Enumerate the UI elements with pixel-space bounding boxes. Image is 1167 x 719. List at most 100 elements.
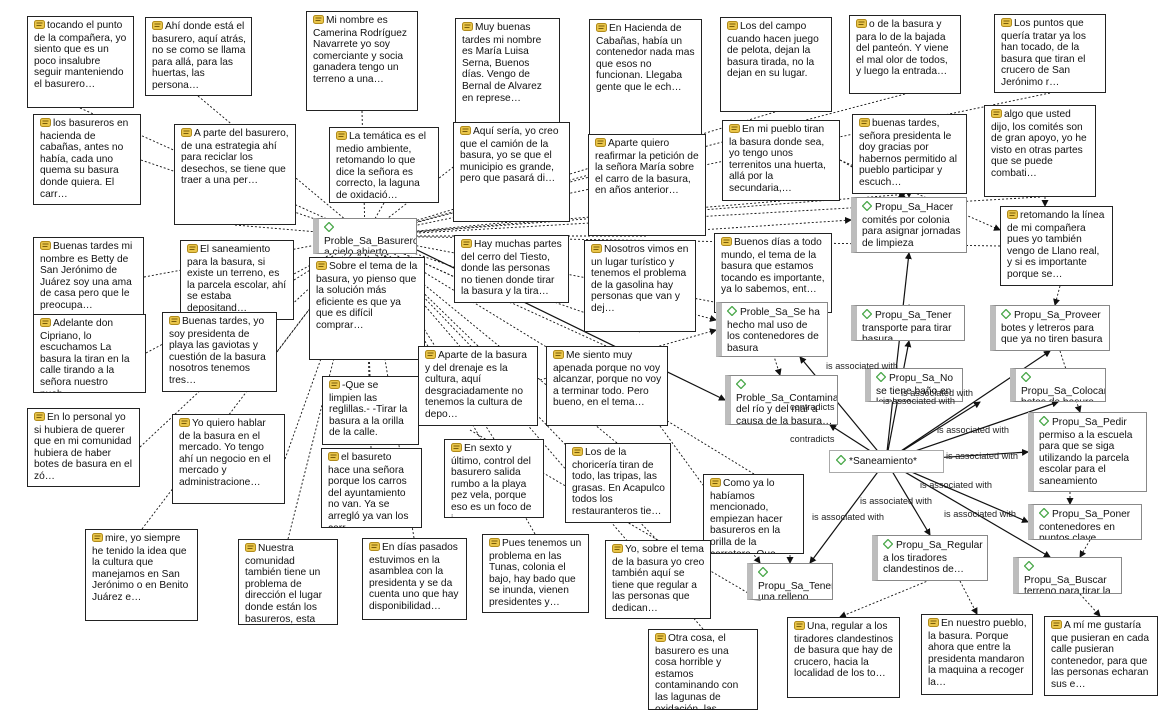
memo-node[interactable]: La temática es el medio ambiente, retoma…	[329, 127, 439, 203]
memo-node[interactable]: Aparte quiero reafirmar la petición de l…	[588, 134, 706, 236]
memo-node[interactable]: -Que se limpien las reglillas.- -Tirar l…	[322, 376, 419, 445]
memo-text: Los de la choricería tiran de todo, las …	[572, 447, 665, 517]
memo-node[interactable]: Aparte de la basura y del drenaje es la …	[418, 346, 538, 426]
memo-node[interactable]: Los del campo cuando hacen juego de pelo…	[720, 17, 832, 112]
memo-link	[959, 580, 978, 615]
memo-node[interactable]: Mi nombre es Camerina Rodríguez Navarret…	[306, 11, 418, 111]
code-node[interactable]: Propu_Sa_Proveer botes y letreros para q…	[990, 305, 1110, 351]
memo-text: Buenos días a todo mundo, el tema de la …	[721, 237, 825, 296]
relation-label: is associated with	[901, 388, 974, 398]
code-label: Propu_Sa_Tener una relleno sanitario	[758, 580, 833, 600]
memo-icon	[572, 447, 583, 460]
code-node[interactable]: Proble_Sa_Se ha hecho mal uso de los con…	[716, 302, 828, 357]
memo-text: -Que se limpien las reglillas.- -Tirar l…	[329, 380, 408, 439]
memo-node[interactable]: los basureros en hacienda de cabañas, an…	[33, 114, 141, 205]
memo-text: Mi nombre es Camerina Rodríguez Navarret…	[313, 15, 407, 85]
code-node[interactable]: Propu_Sa_Tener una relleno sanitario	[747, 563, 833, 600]
memo-text: tocando el punto de la compañera, yo sie…	[34, 20, 127, 90]
memo-node[interactable]: En sexto y último, control del basurero …	[444, 439, 544, 518]
relation-label: is associated with	[883, 396, 956, 406]
memo-text: Aparte de la basura y del drenaje es la …	[425, 350, 527, 420]
memo-node[interactable]: Nuestra comunidad también tiene un probl…	[238, 539, 338, 625]
memo-text: Otra cosa, el basurero es una cosa horri…	[655, 633, 739, 710]
memo-node[interactable]: A parte del basurero, de una estrategia …	[174, 124, 296, 225]
memo-node[interactable]: Los puntos que quería tratar ya los han …	[994, 14, 1106, 93]
memo-node[interactable]: Otra cosa, el basurero es una cosa horri…	[648, 629, 758, 710]
memo-node[interactable]: Buenas tardes mi nombre es Betty de San …	[33, 237, 144, 316]
relation-label: contradicts	[790, 434, 835, 444]
memo-node[interactable]: algo que usted dijo, los comités son de …	[984, 105, 1096, 197]
memo-icon	[595, 138, 606, 151]
memo-text: El saneamiento para la basura, si existe…	[187, 244, 287, 314]
memo-node[interactable]: el basureto hace una señora porque los c…	[321, 448, 422, 528]
memo-icon	[92, 533, 103, 546]
memo-icon	[40, 318, 51, 331]
memo-node[interactable]: Ahí donde está el basurero, aquí atrás, …	[145, 17, 252, 96]
memo-text: En sexto y último, control del basurero …	[451, 443, 532, 517]
memo-icon	[34, 20, 45, 33]
code-diamond-icon	[726, 305, 738, 320]
code-node[interactable]: Propu_Sa_Regular a los tiradores clandes…	[872, 535, 988, 581]
code-node[interactable]: Propu_Sa_Poner contenedores en puntos cl…	[1028, 504, 1142, 540]
memo-link	[364, 200, 781, 239]
memo-node[interactable]: En mi pueblo tiran la basura donde sea, …	[722, 120, 840, 201]
code-node[interactable]: Propu_Sa_Colocar botes de basura	[1010, 368, 1106, 402]
relation-link	[885, 252, 912, 462]
code-node-central[interactable]: *Saneamiento*	[829, 450, 944, 473]
memo-node[interactable]: Pues tenemos un problema en las Tunas, c…	[482, 534, 589, 613]
memo-node[interactable]: Como ya lo habíamos mencionado, empiezan…	[703, 474, 804, 554]
relation-label: is associated with	[920, 480, 993, 490]
code-node[interactable]: Proble_Sa_Basureros a cielo abierto	[313, 218, 417, 254]
memo-node[interactable]: A mí me gustaría que pusieran en cada ca…	[1044, 616, 1158, 696]
memo-node[interactable]: Los de la choricería tiran de todo, las …	[565, 443, 671, 523]
code-diamond-icon	[735, 378, 747, 393]
memo-node[interactable]: retomando la línea de mi compañera pues …	[1000, 206, 1113, 286]
memo-node[interactable]: Buenas tardes, yo soy presidenta de play…	[162, 312, 277, 392]
memo-icon	[1051, 620, 1062, 633]
memo-icon	[245, 543, 256, 556]
memo-node[interactable]: Muy buenas tardes mi nombre es María Lui…	[455, 18, 560, 125]
code-node[interactable]: Propu_Sa_Tener transporte para tirar bas…	[851, 305, 965, 341]
memo-node[interactable]: Yo quiero hablar de la basura en el merc…	[172, 414, 285, 504]
code-diamond-icon	[1020, 371, 1032, 386]
memo-icon	[710, 478, 721, 491]
memo-node[interactable]: Me siento muy apenada porque no voy alca…	[546, 346, 668, 426]
memo-node[interactable]: Nosotros vimos en un lugar turístico y t…	[584, 240, 696, 332]
code-diamond-icon	[1023, 560, 1035, 575]
memo-node[interactable]: o de la basura y para lo de la bajada de…	[849, 15, 961, 94]
memo-node[interactable]: En lo personal yo si hubiera de querer q…	[27, 408, 140, 487]
memo-node[interactable]: Hay muchas partes del cerro del Tiesto, …	[454, 235, 569, 303]
memo-node[interactable]: Adelante don Cipriano, lo escuchamos La …	[33, 314, 146, 393]
memo-text: En días pasados estuvimos en la asamblea…	[369, 542, 459, 612]
code-node[interactable]: Propu_Sa_No se tiene baño en la playa…	[865, 368, 963, 402]
memo-icon	[729, 124, 740, 137]
memo-node[interactable]: tocando el punto de la compañera, yo sie…	[27, 16, 134, 108]
memo-node[interactable]: Buenos días a todo mundo, el tema de la …	[714, 233, 832, 313]
relation-label: contradicts	[790, 402, 835, 412]
memo-node[interactable]: En nuestro pueblo, la basura. Porque aho…	[921, 614, 1033, 695]
memo-text: Nosotros vimos en un lugar turístico y t…	[591, 244, 689, 314]
code-diamond-icon	[861, 308, 873, 323]
memo-node[interactable]: Yo, sobre el tema de la basura yo creo t…	[605, 540, 711, 619]
memo-text: En mi pueblo tiran la basura donde sea, …	[729, 124, 826, 194]
memo-node[interactable]: El saneamiento para la basura, si existe…	[180, 240, 294, 320]
memo-text: retomando la línea de mi compañera pues …	[1007, 210, 1105, 280]
memo-text: mire, yo siempre he tenido la idea que l…	[92, 533, 189, 603]
memo-icon	[727, 21, 738, 34]
memo-node[interactable]: Aquí sería, yo creo que el camión de la …	[453, 122, 570, 222]
memo-node[interactable]: buenas tardes, señora presidenta le doy …	[852, 114, 967, 194]
memo-text: A parte del basurero, de una estrategia …	[181, 128, 289, 187]
memo-node[interactable]: Sobre el tema de la basura, yo pienso qu…	[309, 257, 425, 360]
memo-node[interactable]: En días pasados estuvimos en la asamblea…	[362, 538, 467, 620]
code-label: *Saneamiento*	[849, 456, 917, 467]
code-diamond-icon	[323, 221, 335, 236]
memo-link	[1079, 593, 1101, 617]
code-diamond-icon	[1000, 308, 1012, 323]
memo-node[interactable]: Una, regular a los tiradores clandestino…	[787, 617, 900, 698]
code-node[interactable]: Proble_Sa_Contaminación del río y del ma…	[725, 375, 838, 425]
memo-node[interactable]: mire, yo siempre he tenido la idea que l…	[85, 529, 198, 621]
code-node[interactable]: Propu_Sa_Pedir permiso a la escuela para…	[1028, 412, 1147, 492]
code-node[interactable]: Propu_Sa_Hacer comités por colonia para …	[851, 197, 967, 253]
memo-icon	[328, 452, 339, 465]
code-node[interactable]: Propu_Sa_Buscar terreno para tirar la ba…	[1013, 557, 1122, 594]
